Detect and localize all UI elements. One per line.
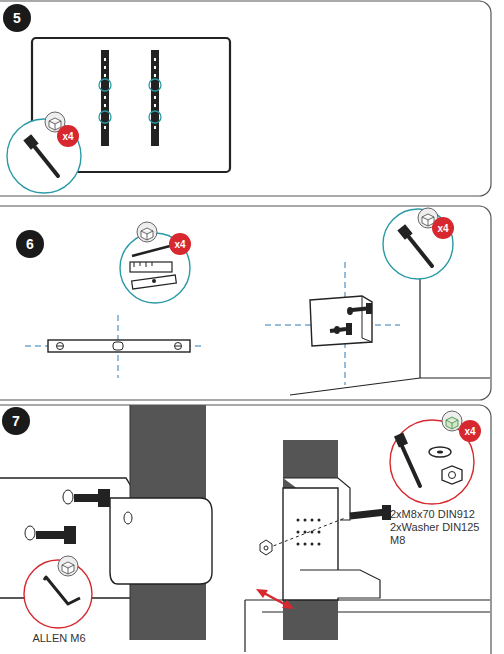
step-number-text: 6 <box>26 236 34 252</box>
step-number: 6 <box>16 230 44 258</box>
wall-plate <box>265 262 400 385</box>
quantity-badge: x4 <box>57 125 79 147</box>
box-icon <box>137 222 157 242</box>
step-panel <box>0 206 491 400</box>
quantity-badge: x4 <box>169 233 191 255</box>
box-icon <box>58 556 78 576</box>
post-detail <box>0 405 212 640</box>
wall-corner <box>290 245 490 395</box>
quantity-badge: x4 <box>432 217 454 239</box>
step-number: 5 <box>3 4 31 32</box>
parts-callout <box>7 119 81 193</box>
allen-key-icon <box>44 577 80 604</box>
quantity-badge-text: x4 <box>62 131 73 142</box>
step-number-text: 5 <box>13 10 21 26</box>
stand-detail <box>245 440 490 652</box>
tool-name: ALLEN M6 <box>18 632 100 645</box>
spirit-level <box>25 315 205 378</box>
quantity-badge: x4 <box>459 420 481 442</box>
tools-callout <box>120 233 190 303</box>
quantity-badge-text: x4 <box>464 426 475 437</box>
quantity-badge-text: x4 <box>437 223 448 234</box>
tool-callout <box>24 560 92 628</box>
step-number: 7 <box>2 407 30 435</box>
bolt-icon <box>23 134 58 176</box>
step-panel <box>0 1 491 196</box>
quantity-badge-text: x4 <box>174 239 185 250</box>
parts-callout <box>383 209 453 279</box>
tools-icon <box>130 246 176 289</box>
part-spec: 2xM8x70 DIN912 2xWasher DIN125 M8 <box>390 508 494 548</box>
bolt-icon <box>397 224 432 266</box>
bolt-washer-nut-icon <box>394 432 462 486</box>
tv-bracket <box>99 50 161 146</box>
step-number-text: 7 <box>12 413 20 429</box>
